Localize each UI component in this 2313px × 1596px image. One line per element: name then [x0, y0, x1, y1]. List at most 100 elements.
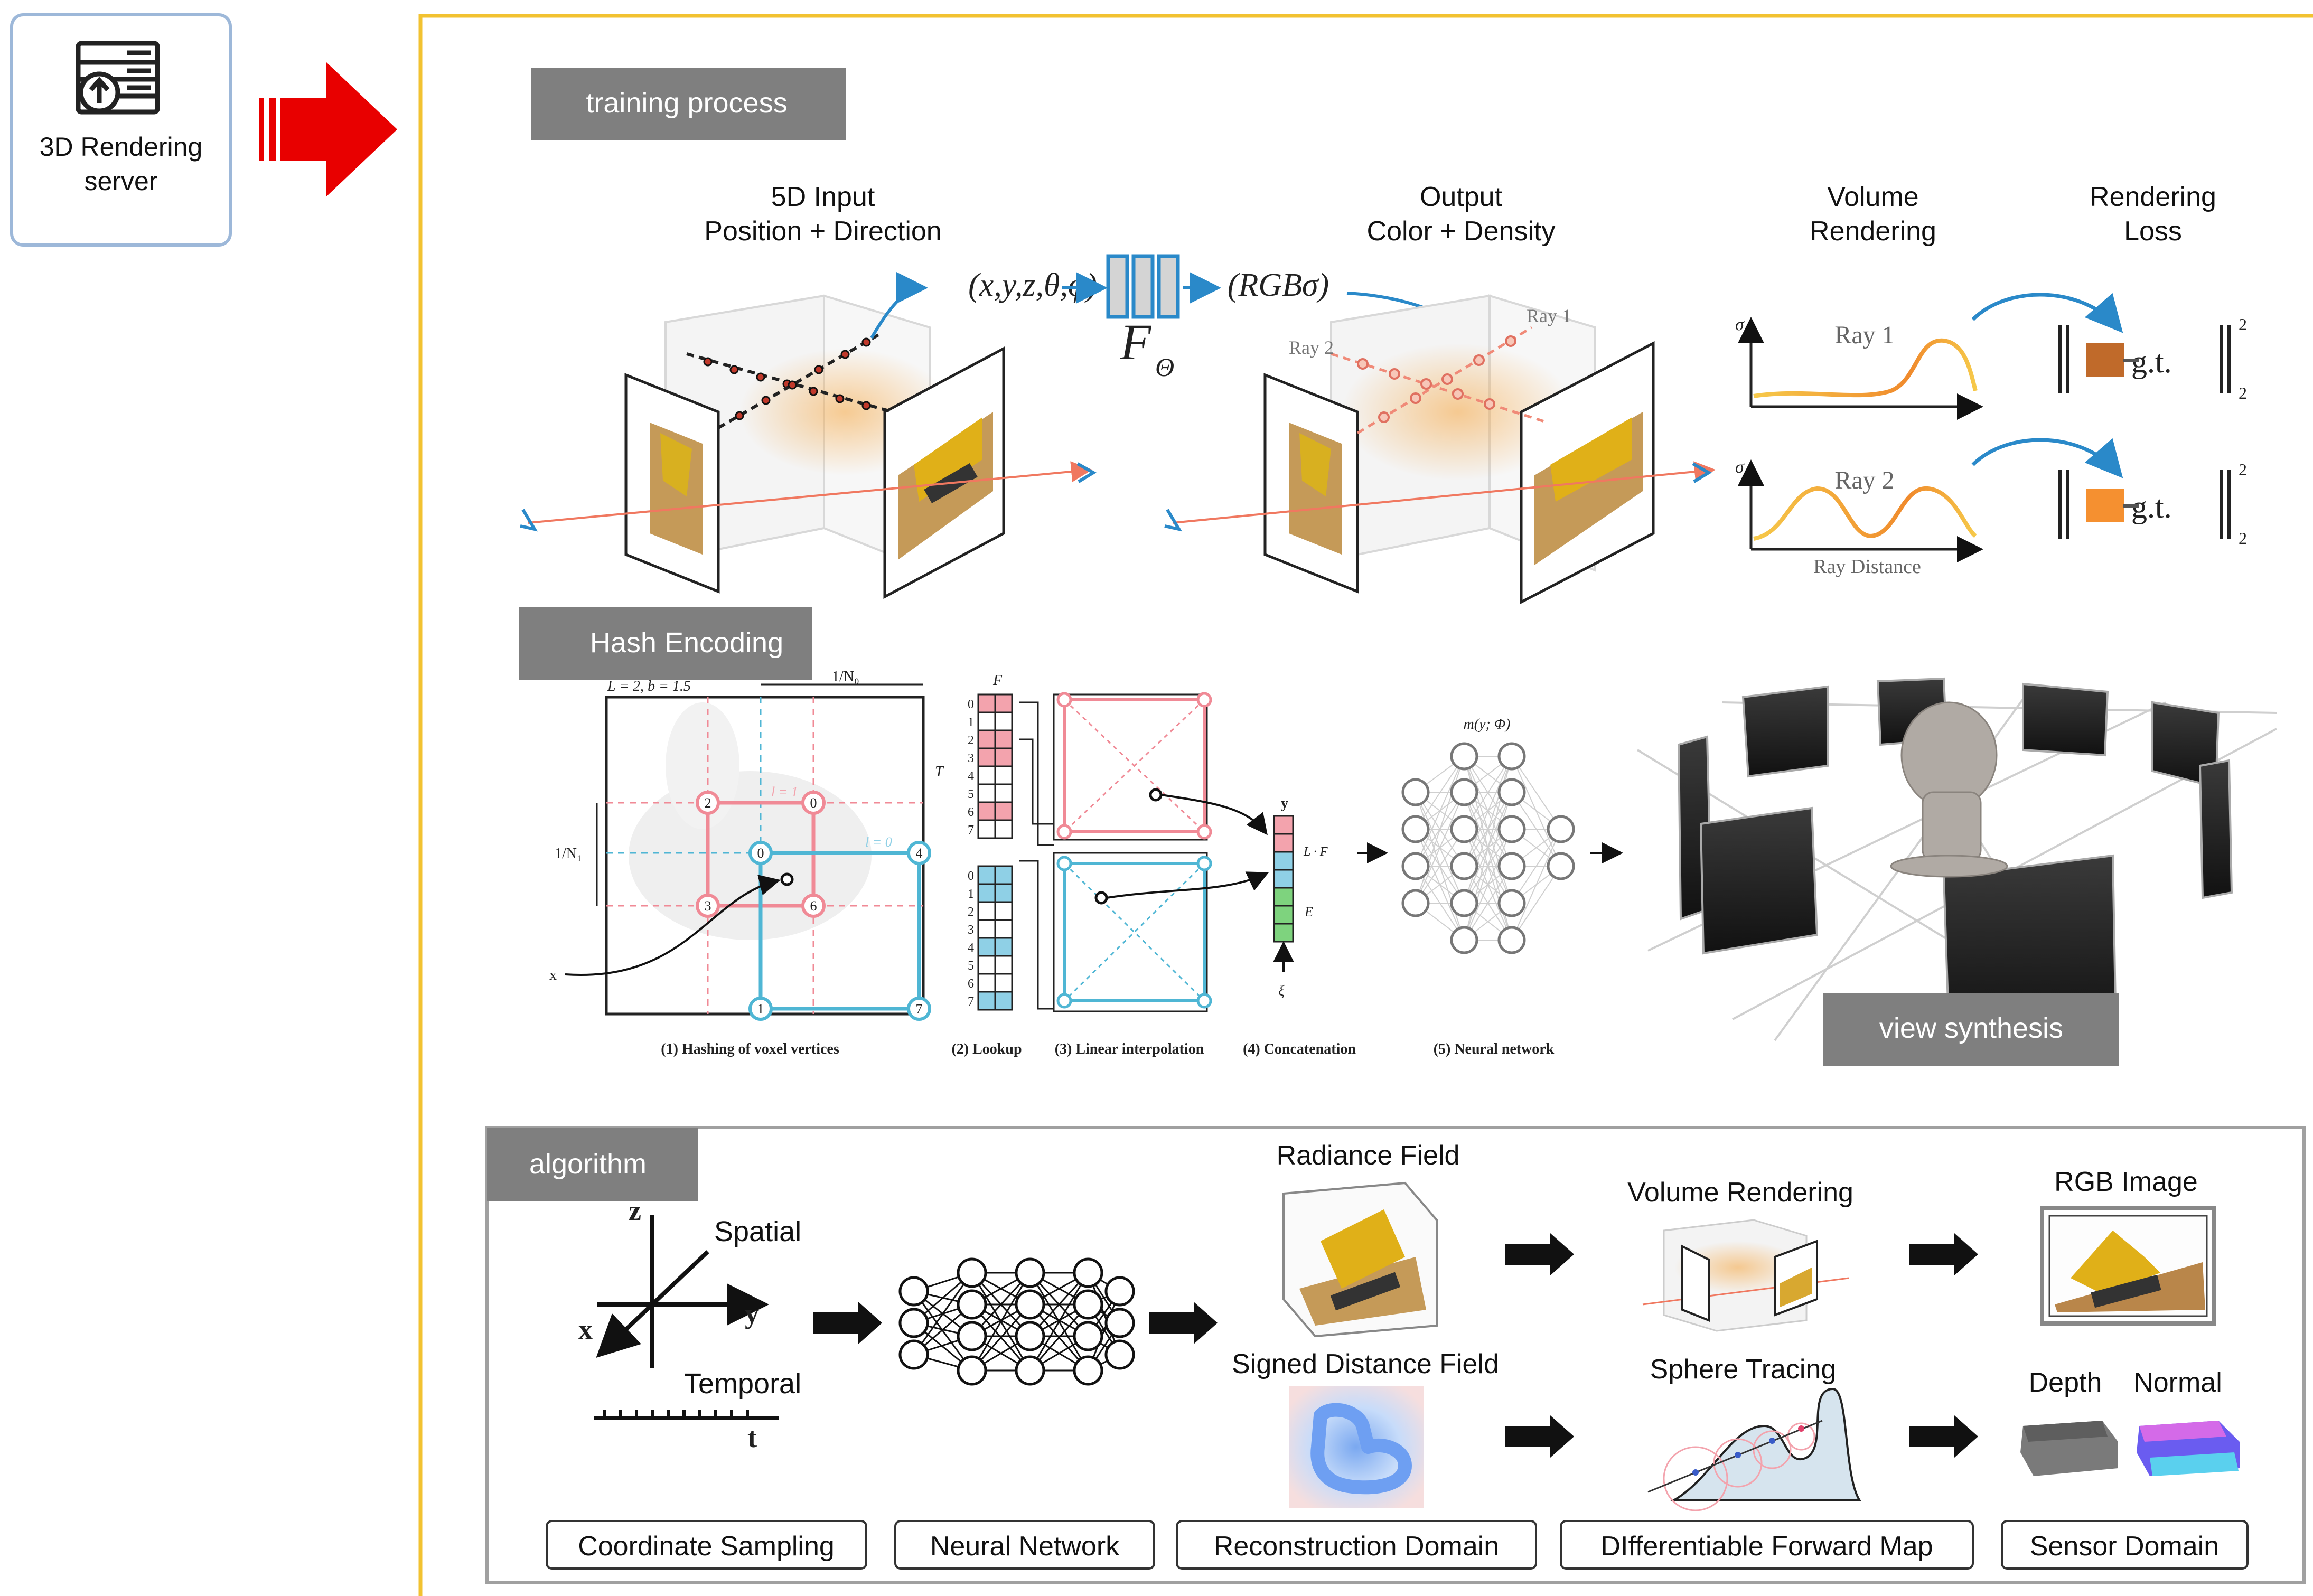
- net-neuron: [1015, 1321, 1045, 1351]
- net-edge: [971, 1272, 1031, 1371]
- table-cell: [977, 865, 996, 885]
- scale-n1: 1/N₁: [555, 846, 582, 862]
- net-neuron: [1547, 852, 1575, 880]
- table-cell: [994, 955, 1013, 975]
- table-cell: [977, 747, 996, 767]
- net-neuron: [1450, 742, 1478, 771]
- hash-encoding-label: Hash Encoding: [590, 627, 783, 659]
- query-point-x: x: [549, 967, 557, 983]
- depth-label: Depth: [2029, 1367, 2102, 1398]
- axis-x-label: x: [578, 1313, 593, 1345]
- algorithm-tag: [487, 1128, 698, 1201]
- ray2-plot-label: Ray 2: [1834, 466, 1894, 494]
- concat-cell: [1273, 869, 1294, 889]
- net-neuron: [1497, 889, 1526, 917]
- domain-coordinate-sampling: Coordinate Sampling: [578, 1531, 835, 1562]
- node-blue-4: 4: [916, 846, 923, 861]
- hash-concat-panel: y L · F E ξ: [1273, 795, 1388, 999]
- axis-z-label: z: [629, 1195, 641, 1226]
- table-cell: [977, 919, 996, 939]
- view-synthesis-section: view synthesis: [1636, 677, 2277, 1066]
- table-index: 5: [968, 959, 974, 973]
- sphere-tracing-thumb: [1647, 1387, 1861, 1511]
- concat-cell: [1273, 815, 1294, 835]
- net-neuron: [1104, 1308, 1135, 1338]
- net-edge: [1415, 829, 1465, 904]
- node-pink-0: 0: [810, 795, 817, 811]
- camera-right-icon: [1076, 462, 1097, 483]
- table-cell: [977, 819, 996, 839]
- camera-output-right-icon: [1692, 462, 1712, 483]
- loss-sub-2: 2: [2239, 529, 2247, 548]
- domain-sensor: Sensor Domain: [2030, 1531, 2219, 1562]
- table-cell: [994, 883, 1013, 903]
- node-pink-2: 2: [705, 795, 711, 811]
- net-neuron: [1401, 852, 1430, 880]
- net-neuron: [957, 1257, 987, 1288]
- concat-cell: [1273, 923, 1294, 943]
- table-cell: [994, 973, 1013, 993]
- red-arrow-icon: [259, 62, 397, 196]
- net-edge: [913, 1291, 973, 1371]
- training-process-label: training process: [586, 87, 787, 119]
- server-label-line1: 3D Rendering: [40, 132, 203, 162]
- net-neuron: [1015, 1289, 1045, 1320]
- net-neuron: [1073, 1355, 1103, 1386]
- net-edge: [1464, 756, 1512, 830]
- table-cell: [977, 801, 996, 821]
- table-index: 6: [968, 977, 974, 991]
- net-edge: [1464, 829, 1512, 941]
- node-blue-7: 7: [916, 1001, 923, 1017]
- net-neuron: [957, 1321, 987, 1351]
- sensor-domain-box: Sensor Domain: [2001, 1520, 2249, 1570]
- concat-xi-label: ξ: [1278, 983, 1285, 999]
- table-index: 1: [968, 887, 974, 901]
- hash-voxel-panel: 2 0 3 6 0 4 1 7 l = 1 l = 0 x L = 2, b =…: [549, 669, 931, 1021]
- net-neuron: [1497, 852, 1526, 880]
- net-neuron: [1104, 1339, 1135, 1370]
- net-neuron: [1497, 778, 1526, 806]
- table-index: 5: [968, 787, 974, 801]
- net-edge: [1511, 756, 1561, 830]
- input-tuple: (x,y,z,θ,φ): [968, 267, 1097, 303]
- table-cell: [994, 919, 1013, 939]
- net-edge: [913, 1272, 973, 1355]
- table-cell: [977, 901, 996, 921]
- black-arrows: [813, 1233, 1978, 1458]
- domain-forward-map: DIfferentiable Forward Map: [1600, 1531, 1933, 1562]
- table-cell: [994, 765, 1013, 785]
- algorithm-section: algorithm z x y Spatial Temporal t: [485, 1126, 2306, 1584]
- net-neuron: [1104, 1276, 1135, 1307]
- table-cell: [977, 937, 996, 957]
- view-synthesis-label: view synthesis: [1879, 1012, 2063, 1044]
- node-pink-3: 3: [705, 898, 711, 914]
- axis-t-label: t: [747, 1422, 757, 1453]
- sdf-image: [1289, 1386, 1424, 1508]
- hash-neural-network: m(y; Φ): [1401, 716, 1623, 954]
- hash-interpolation-panel: [1019, 692, 1269, 1012]
- node-blue-1: 1: [757, 1001, 764, 1017]
- ray1-plot-label: Ray 1: [1834, 321, 1894, 349]
- net-edge: [1464, 866, 1512, 941]
- rendering-server-box[interactable]: 3D Rendering server: [10, 13, 232, 247]
- table-cell: [994, 747, 1013, 767]
- spatial-axes-icon: [596, 1215, 769, 1368]
- network-symbol-subscript: Θ: [1155, 352, 1174, 382]
- normal-label: Normal: [2133, 1367, 2222, 1398]
- main-panel-border: [418, 14, 2313, 1596]
- scale-n0: 1/N₀: [832, 669, 859, 685]
- caption-hashing: (1) Hashing of voxel vertices: [661, 1041, 839, 1057]
- table-cell: [977, 955, 996, 975]
- table-index: 4: [968, 769, 974, 783]
- domain-neural-network: Neural Network: [930, 1531, 1120, 1562]
- loss-sup-1: 2: [2239, 315, 2247, 334]
- loss-sup-2: 2: [2239, 460, 2247, 479]
- radiance-field-cube: [1282, 1181, 1438, 1338]
- axis-y-label: y: [745, 1298, 759, 1329]
- rgb-image-label: RGB Image: [2054, 1167, 2198, 1197]
- output-tuple: (RGBσ): [1228, 267, 1329, 303]
- arrow-to-input-tuple: [870, 272, 928, 339]
- sphere-tracing-label: Sphere Tracing: [1650, 1354, 1837, 1385]
